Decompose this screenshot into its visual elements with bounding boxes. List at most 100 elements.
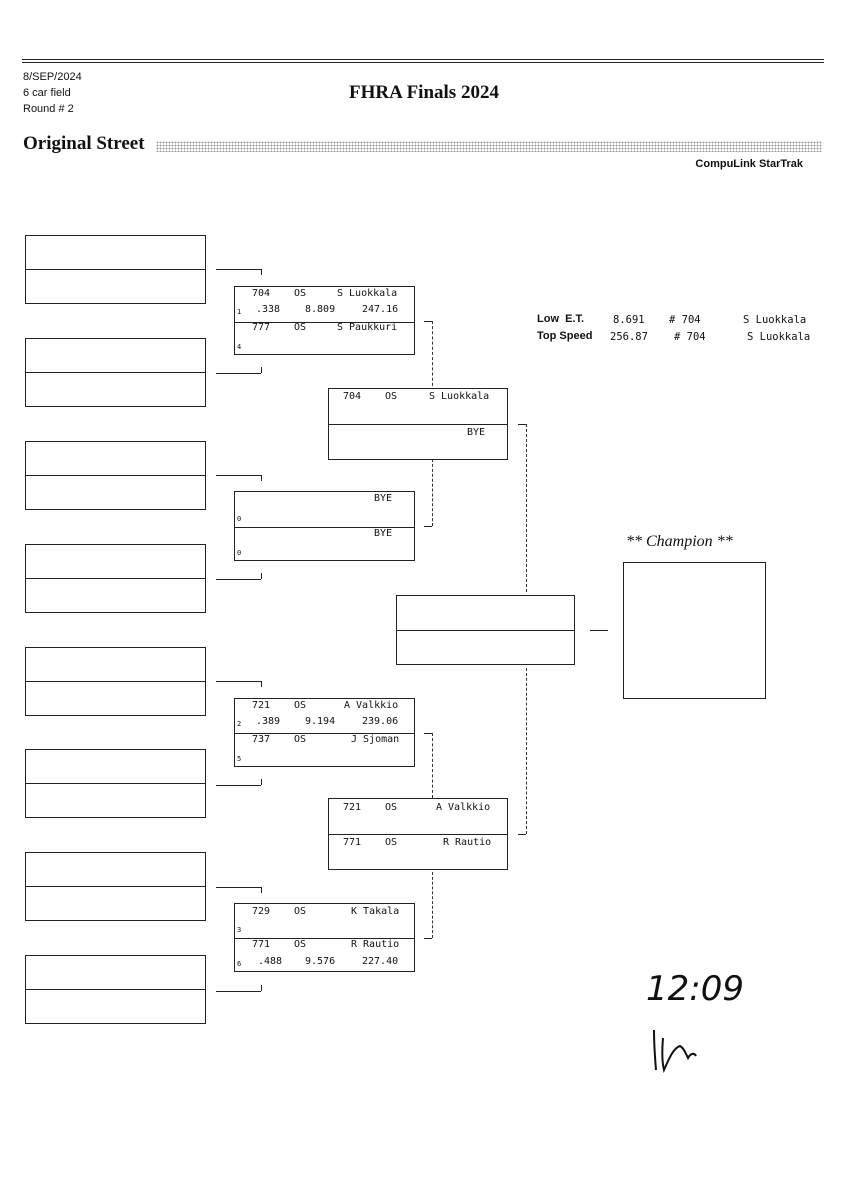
connector [261,779,262,785]
seed-number: 5 [237,755,242,763]
dashed-connector [526,668,527,834]
connector [216,887,261,888]
header-rule-top [22,59,824,60]
low-et-value: 8.691 [613,314,645,326]
car-number: 704 [343,391,362,402]
header-rule-bottom [22,62,824,63]
connector [261,985,262,991]
connector [424,526,432,527]
elapsed-time: 9.576 [305,956,336,967]
dashed-connector [432,321,433,391]
connector [216,269,261,270]
connector [261,269,262,275]
car-number: 729 [252,906,271,917]
top-speed: 227.40 [362,956,399,967]
elapsed-time: 8.809 [305,304,336,315]
seed-number: 0 [237,549,242,557]
dashed-connector [432,459,433,526]
round1-box [25,441,206,510]
driver-name: BYE [374,528,393,539]
top-speed-value: 256.87 [610,331,648,343]
connector [261,887,262,893]
car-class: OS [385,391,398,402]
driver-name: R Rautio [443,837,492,848]
driver-name: R Rautio [351,939,400,950]
top-speed-label: Top Speed [537,330,593,342]
seed-number: 1 [237,308,242,316]
round1-box [25,235,206,304]
driver-name: BYE [374,493,393,504]
elapsed-time: 9.194 [305,716,336,727]
car-number: 771 [252,939,271,950]
driver-name: BYE [467,427,486,438]
car-number: 721 [343,802,362,813]
car-class: OS [294,939,307,950]
car-number: 771 [343,837,362,848]
driver-name: S Luokkala [337,288,398,299]
round1-box [25,338,206,407]
dashed-connector [526,424,527,592]
connector [424,733,432,734]
round1-box [25,749,206,818]
car-number: 737 [252,734,271,745]
dashed-connector [432,733,433,798]
connector [261,475,262,481]
round1-box [25,852,206,921]
round1-box [25,647,206,716]
reaction-time: .488 [258,956,283,967]
round2-match-3: 721 OS A Valkkio 2 .389 9.194 239.06 737… [234,698,415,767]
round2-match-4: 729 OS K Takala 3 771 OS R Rautio 6 .488… [234,903,415,972]
low-et-driver: S Luokkala [743,314,807,326]
car-class: OS [385,837,398,848]
connector [216,991,261,992]
field-size: 6 car field [23,87,71,99]
driver-name: S Luokkala [429,391,490,402]
handwritten-initial [653,1029,657,1071]
round2-match-2: BYE 0 BYE 0 [234,491,415,561]
low-et-car: # 704 [669,314,701,326]
connector [518,424,526,425]
round1-box [25,955,206,1024]
semi-match-2: 721 OS A Valkkio 771 OS R Rautio [328,798,508,870]
driver-name: J Sjoman [351,734,400,745]
top-speed-car: # 704 [674,331,706,343]
top-speed-driver: S Luokkala [747,331,811,343]
champion-label: ** Champion ** [626,533,733,550]
connector [216,579,261,580]
connector [216,373,261,374]
top-speed: 239.06 [362,716,399,727]
handwritten-notes: 12:09 [646,969,744,1074]
connector [590,630,608,631]
semi-match-1: 704 OS S Luokkala BYE [328,388,508,460]
top-speed: 247.16 [362,304,399,315]
connector [261,681,262,687]
class-name: Original Street [23,133,145,154]
connector [216,681,261,682]
car-class: OS [385,802,398,813]
final-match [396,595,575,665]
seed-number: 4 [237,343,242,351]
car-number: 704 [252,288,271,299]
driver-name: A Valkkio [344,700,399,711]
driver-name: S Paukkuri [337,322,398,333]
champion-box [623,562,766,699]
connector [424,321,432,322]
car-class: OS [294,700,307,711]
round-number: Round # 2 [23,103,74,115]
car-class: OS [294,906,307,917]
car-number: 777 [252,322,271,333]
seed-number: 0 [237,515,242,523]
connector [261,573,262,579]
event-date: 8/SEP/2024 [23,71,82,83]
round1-box [25,544,206,613]
car-class: OS [294,288,307,299]
connector [216,785,261,786]
handwritten-initial-stroke [661,1037,697,1074]
connector [518,834,526,835]
seed-number: 6 [237,960,242,968]
connector [424,938,432,939]
round2-match-1: 704 OS S Luokkala 1 .338 8.809 247.16 77… [234,286,415,355]
dotted-fill [156,141,822,152]
car-class: OS [294,322,307,333]
car-number: 721 [252,700,271,711]
